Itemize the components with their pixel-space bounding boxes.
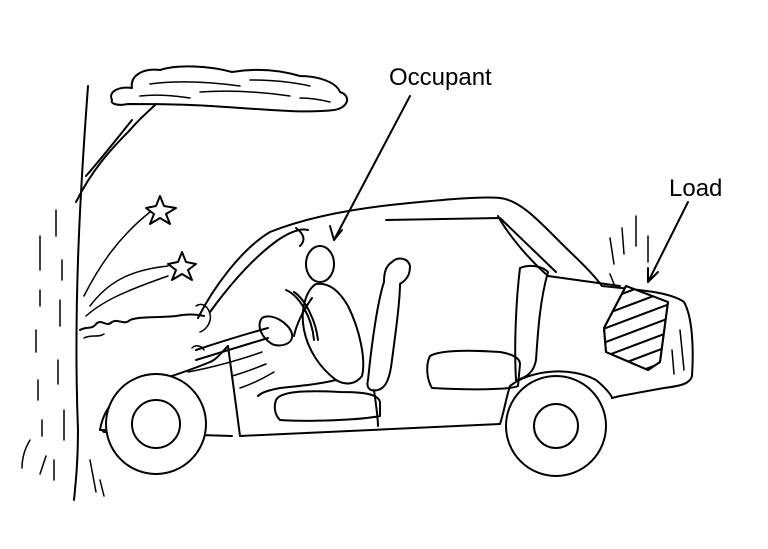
car-seat-cushion xyxy=(273,390,381,422)
seated-occupant xyxy=(257,245,365,397)
car-crushed-front xyxy=(79,313,205,331)
car-steering-column xyxy=(195,327,269,361)
car xyxy=(79,196,694,477)
load-leader xyxy=(647,201,689,283)
load-label: Load xyxy=(669,175,723,202)
impact-star-2 xyxy=(167,251,197,281)
hatched-cargo-load xyxy=(603,215,685,375)
occupant-label: Occupant xyxy=(389,64,492,91)
impact-stars xyxy=(83,195,197,317)
car-roof xyxy=(197,196,603,319)
car-rear-body xyxy=(601,285,694,399)
car-steering-wheel xyxy=(258,315,294,347)
car-front-seat xyxy=(366,257,411,392)
occupant-legs xyxy=(257,379,337,397)
rear-wheel xyxy=(505,375,607,477)
front-wheel xyxy=(105,373,207,475)
tree xyxy=(21,65,349,501)
leader-lines xyxy=(329,95,689,283)
impact-star-1 xyxy=(145,195,177,225)
car-rear-seat xyxy=(426,349,521,391)
tree-canopy xyxy=(110,65,349,113)
car-c-pillar xyxy=(514,264,549,381)
occupant-head xyxy=(305,245,335,283)
occupant-torso xyxy=(301,282,365,385)
occupant-leader xyxy=(333,95,411,241)
tree-trunk xyxy=(73,85,89,501)
occupant-arm xyxy=(293,297,313,337)
